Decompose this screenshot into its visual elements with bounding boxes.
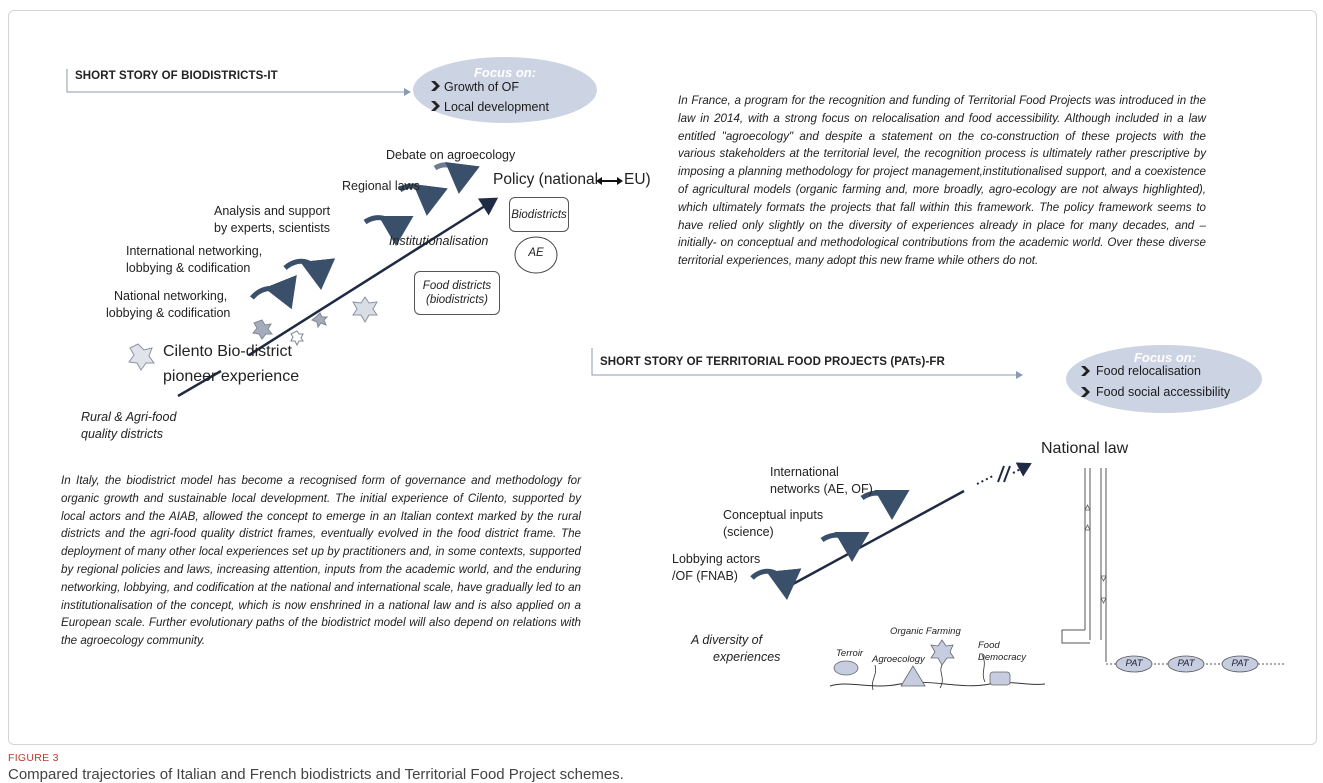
debate-label: Debate on agroecology	[386, 148, 516, 162]
chevron-right-icon	[1081, 366, 1090, 376]
it-paragraph: In Italy, the biodistrict model has beco…	[61, 474, 581, 648]
figure-frame	[8, 10, 1317, 745]
diversity-label-1: A diversity of	[691, 633, 763, 647]
lobbying-label-2: /OF (FNAB)	[672, 569, 738, 583]
international-label-1: International networking,	[126, 244, 263, 258]
food-democracy-label-1: Food	[978, 640, 1000, 651]
pat-ellipse	[1115, 655, 1153, 673]
fr-focus-item: Food social accessibility	[1096, 385, 1231, 399]
fr-trajectory-line	[781, 489, 965, 592]
fr-title-connector	[591, 348, 1023, 379]
chevron-right-icon	[431, 81, 440, 91]
food-democracy-rect	[989, 671, 1011, 686]
figure-label: FIGURE 3	[8, 752, 59, 764]
curved-arrow-icon	[820, 531, 870, 562]
pipe-arrow	[1100, 597, 1107, 604]
it-focus-ellipse	[413, 57, 597, 123]
curved-arrow-outline-icon	[433, 161, 480, 194]
agroecology-triangle	[900, 665, 926, 687]
diversity-label-2: experiences	[713, 650, 781, 664]
analysis-label-1: Analysis and support	[214, 204, 331, 218]
national-law-pipes	[1061, 468, 1107, 664]
terroir-ellipse	[833, 660, 859, 676]
curved-arrow-icon	[860, 489, 910, 520]
pat-ellipse	[1221, 655, 1259, 673]
it-story-title: SHORT STORY OF BIODISTRICTS-IT	[75, 70, 278, 82]
star-icon	[252, 319, 274, 340]
food-districts-box: Food districts (biodistricts)	[414, 271, 500, 315]
pat-ellipse	[1167, 655, 1205, 673]
star-icon	[930, 639, 955, 666]
biodistricts-box: Biodistricts	[509, 197, 569, 232]
fr-trajectory-dotted-end	[1012, 462, 1032, 477]
pipe-arrow	[1084, 524, 1091, 531]
national-label-1: National networking,	[114, 289, 228, 303]
agroecology-label: Agroecology	[872, 654, 925, 665]
pat-label: PAT	[1231, 658, 1249, 669]
ae-label: AE	[528, 247, 544, 259]
lobbying-label-1: Lobbying actors	[672, 552, 761, 566]
fr-story-title: SHORT STORY OF TERRITORIAL FOOD PROJECTS…	[600, 356, 945, 368]
fr-international-label-2: networks (AE, OF)	[770, 482, 873, 496]
curved-arrow-icon	[363, 215, 414, 246]
organic-farming-label: Organic Farming	[890, 626, 961, 637]
fr-trajectory-dotted	[976, 475, 994, 485]
star-icon	[128, 343, 155, 371]
chevron-right-icon	[431, 101, 440, 111]
biodistricts-box-label: Biodistricts	[511, 208, 567, 221]
policy-label-prefix: Policy (national	[493, 171, 599, 188]
pipe-arrow	[1084, 504, 1091, 511]
cilento-label-2: pioneer experience	[163, 368, 300, 385]
food-districts-label-2: (biodistricts)	[426, 294, 488, 306]
national-law-label: National law	[1041, 440, 1129, 457]
food-districts-label-1: Food districts	[422, 280, 492, 292]
terroir-label: Terroir	[836, 648, 864, 659]
break-mark	[1003, 465, 1011, 483]
curved-arrow-icon	[750, 568, 802, 600]
it-focus-item: Growth of OF	[444, 80, 520, 94]
it-title-connector	[66, 69, 411, 96]
ground-line	[829, 681, 1046, 687]
fr-focus-ellipse	[1066, 345, 1262, 413]
double-arrow-icon	[596, 177, 623, 185]
it-trajectory-line-main	[248, 197, 499, 357]
it-focus-heading: Focus on:	[473, 65, 537, 80]
curved-arrow-icon	[250, 274, 297, 310]
star-icon	[290, 330, 304, 347]
fr-focus-item: Food relocalisation	[1096, 364, 1201, 378]
figure-caption: Compared trajectories of Italian and Fre…	[8, 766, 624, 783]
fr-paragraph: In France, a program for the recognition…	[678, 94, 1206, 268]
it-trajectory-line	[177, 369, 222, 398]
food-democracy-label-2: Democracy	[978, 652, 1027, 663]
curved-arrow-icon	[283, 258, 336, 290]
policy-label-suffix: EU)	[624, 171, 651, 188]
rural-label-1: Rural & Agri-food	[81, 410, 177, 424]
pat-label: PAT	[1125, 658, 1143, 669]
stem	[939, 664, 943, 689]
pipe-arrow	[1100, 575, 1107, 582]
stem	[981, 654, 986, 683]
it-focus-item: Local development	[444, 100, 549, 114]
chevron-right-icon	[1081, 387, 1090, 397]
pat-label: PAT	[1177, 658, 1195, 669]
star-icon	[352, 296, 378, 324]
cilento-label-1: Cilento Bio-district	[163, 343, 292, 360]
fr-international-label-1: International	[770, 465, 839, 479]
international-label-2: lobbying & codification	[126, 261, 251, 275]
analysis-label-2: by experts, scientists	[214, 221, 331, 235]
regional-laws-label: Regional laws	[342, 179, 420, 193]
rural-label-2: quality districts	[81, 427, 163, 441]
curved-arrow-icon	[398, 183, 448, 216]
fr-focus-heading: Focus on:	[1133, 350, 1197, 365]
conceptual-label-2: (science)	[723, 525, 774, 539]
star-icon	[310, 312, 329, 329]
break-mark	[997, 465, 1005, 483]
national-label-2: lobbying & codification	[106, 306, 231, 320]
ae-ellipse	[514, 236, 558, 274]
institutionalisation-label: Institutionalisation	[389, 234, 489, 248]
stem	[871, 664, 877, 691]
conceptual-label-1: Conceptual inputs	[723, 508, 824, 522]
